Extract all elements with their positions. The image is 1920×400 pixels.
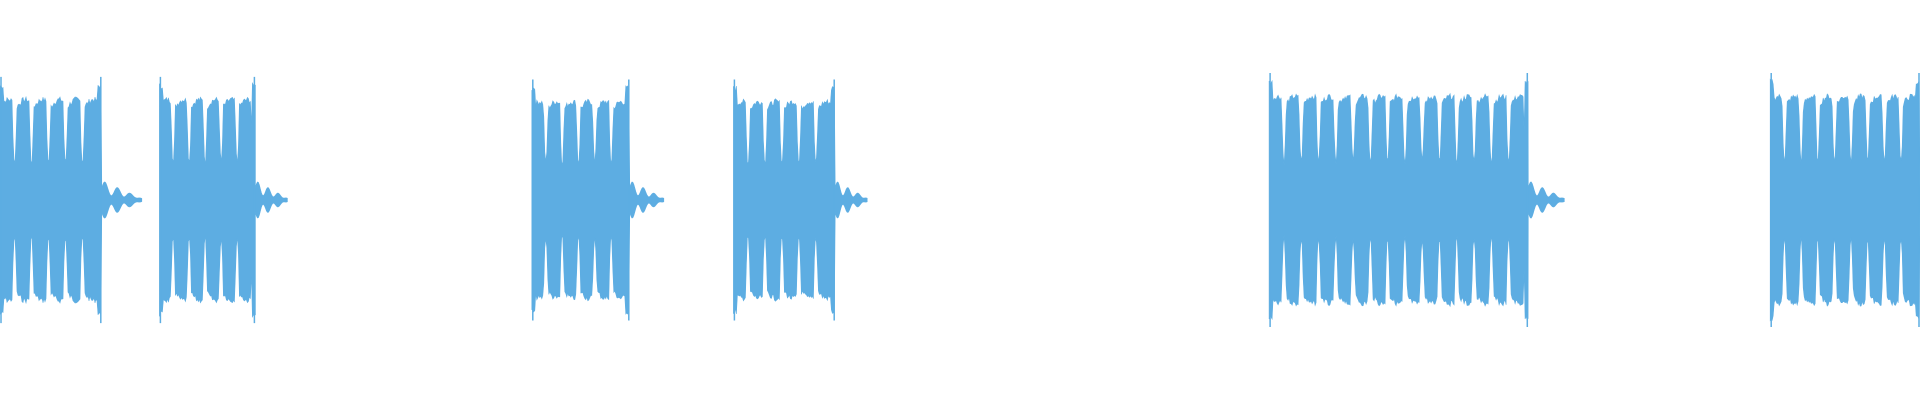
waveform-burst [733, 79, 868, 321]
waveform-burst-shape [159, 81, 288, 319]
waveform-burst-shape [0, 84, 143, 316]
waveform-burst-shape [1769, 78, 1920, 322]
waveform-burst [0, 76, 143, 324]
waveform-burst [1769, 73, 1920, 327]
waveform-burst [159, 76, 288, 324]
waveform-burst-shape [1268, 78, 1565, 322]
waveform-burst-shape [531, 85, 665, 315]
waveform-burst [1268, 73, 1565, 327]
waveform-burst-shape [733, 86, 868, 314]
waveform-bursts [0, 73, 1920, 327]
waveform-burst [531, 79, 665, 321]
